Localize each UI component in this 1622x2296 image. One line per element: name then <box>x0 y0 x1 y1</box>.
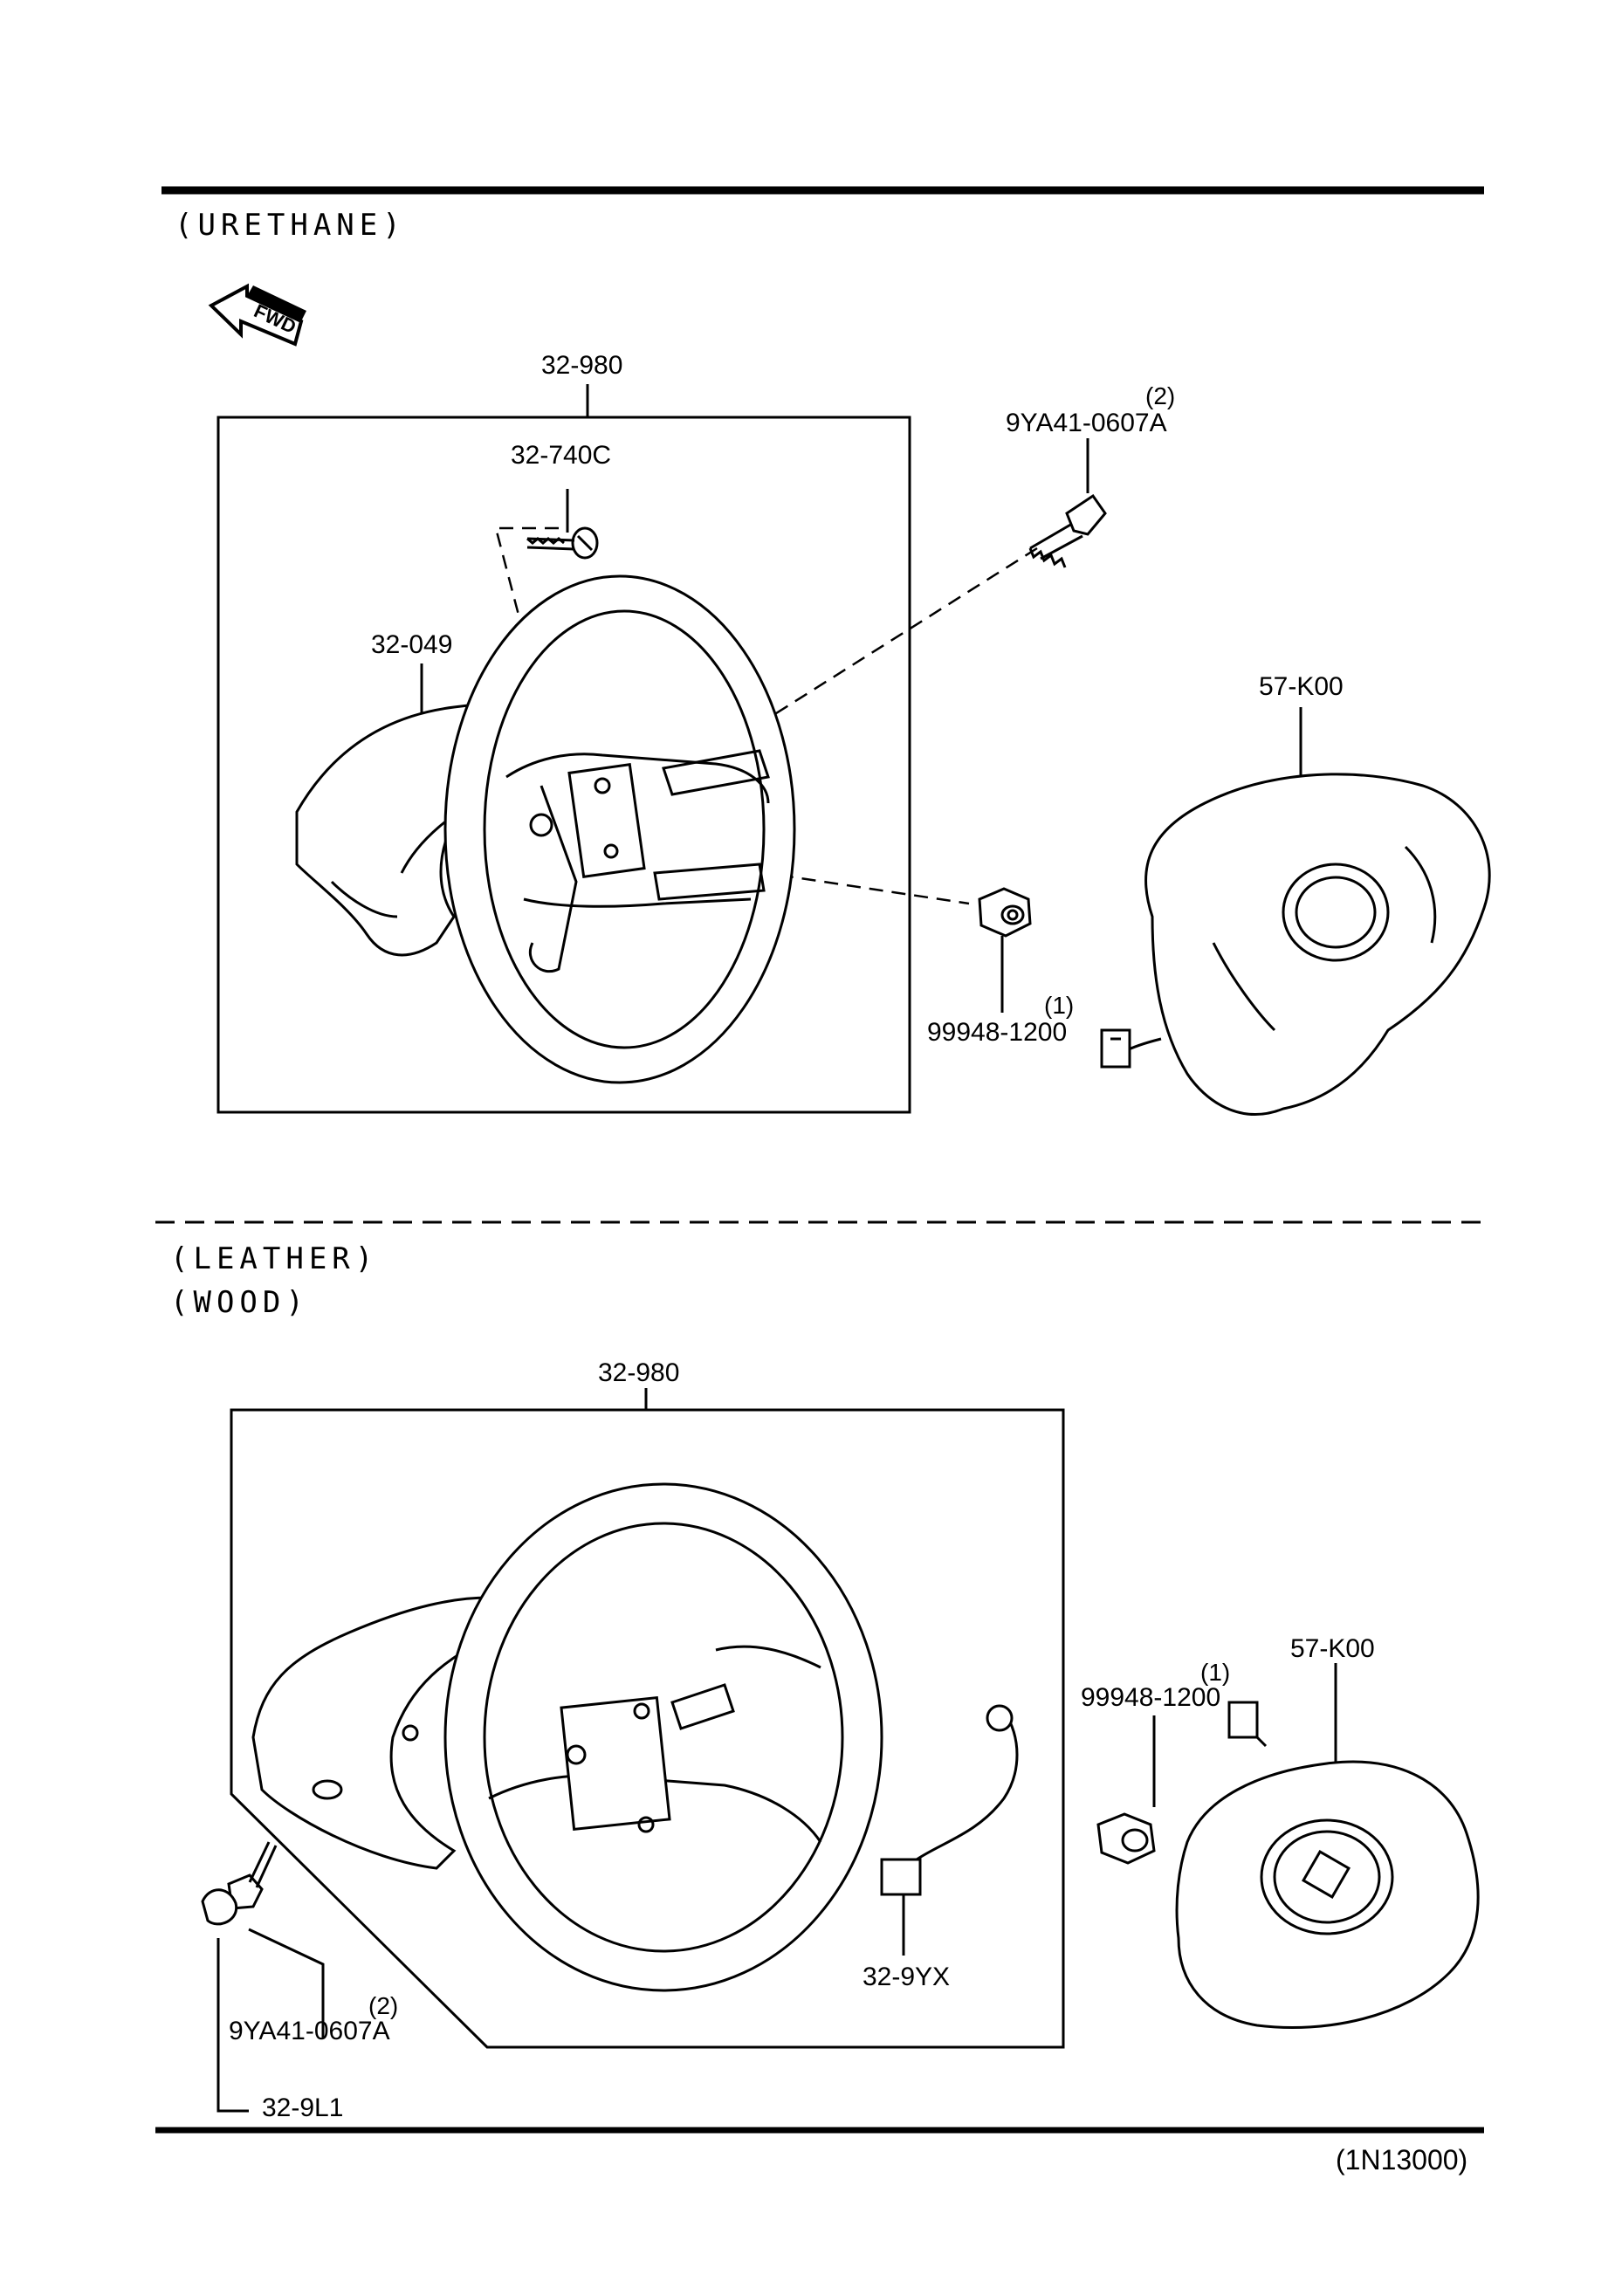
figure-code: (1N13000) <box>1336 2144 1468 2176</box>
part-label-57-K00-lower: 57-K00 <box>1290 1634 1375 1663</box>
part-label-32-980: 32-980 <box>541 351 623 380</box>
part-label-32-9YX: 32-9YX <box>863 1963 951 1991</box>
grommet-icon <box>201 1888 238 1926</box>
part-label-99948-1200: 99948-1200 <box>927 1018 1068 1047</box>
part-label-32-049: 32-049 <box>371 630 453 659</box>
screw-icon <box>526 526 599 560</box>
part-label-57-K00: 57-K00 <box>1259 672 1344 701</box>
part-label-32-9L1: 32-9L1 <box>262 2093 344 2122</box>
bolt-icon-lower <box>227 1841 278 1910</box>
part-label-9YA41-0607A-lower: 9YA41-0607A <box>229 2017 390 2045</box>
lower-cover-bezel <box>251 1596 499 1870</box>
fwd-arrow-icon: FWD <box>208 283 306 347</box>
nut-icon-lower <box>1096 1812 1156 1865</box>
steering-wheel-lower <box>443 1482 883 1992</box>
part-label-9YA41-0607A: 9YA41-0607A <box>1006 409 1167 437</box>
part-qty-99948-1200: (1) <box>1044 992 1075 1019</box>
wire-harness-icon <box>880 1704 1019 1896</box>
steering-wheel-assembly-frame-lower <box>230 1408 1065 2049</box>
bolt-icon <box>1028 493 1107 568</box>
section-heading-wood: (WOOD) <box>170 1285 309 1320</box>
section-heading-urethane: (URETHANE) <box>175 208 406 243</box>
part-qty-99948-1200-lower: (1) <box>1200 1659 1231 1686</box>
part-label-32-740C: 32-740C <box>511 441 612 470</box>
part-qty-9YA41-0607A-lower: (2) <box>368 1992 399 2019</box>
steering-wheel-assembly-frame <box>216 416 911 1114</box>
section-heading-leather: (LEATHER) <box>170 1241 379 1276</box>
leader-lines-lower <box>216 1388 1337 2113</box>
part-label-32-980-lower: 32-980 <box>598 1358 680 1387</box>
airbag-module-lower <box>1175 1701 1480 2029</box>
part-qty-9YA41-0607A: (2) <box>1145 382 1176 409</box>
leader-lines <box>420 384 1302 1013</box>
airbag-module-upper <box>1100 773 1491 1116</box>
steering-wheel-upper <box>443 574 796 1084</box>
nut-icon <box>978 887 1032 938</box>
part-label-99948-1200-lower: 99948-1200 <box>1081 1683 1221 1712</box>
